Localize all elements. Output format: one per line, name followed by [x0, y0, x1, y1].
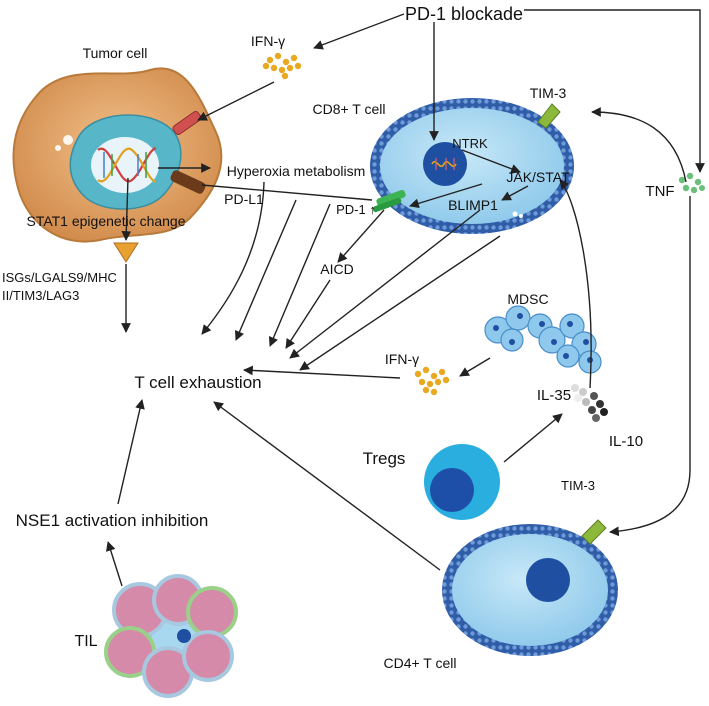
arrow-nse1-to-exhaustion [117, 399, 145, 505]
label-cd8-t-cell: CD8+ T cell [312, 101, 385, 117]
arrow-nucleus-to-triangle [121, 177, 132, 241]
til-cluster [104, 574, 238, 698]
label-il10: IL-10 [609, 433, 643, 450]
pd1-receptor-icon [372, 189, 406, 213]
label-stat1: STAT1 epigenetic change [26, 213, 185, 229]
tumor-cell [12, 67, 223, 263]
vesicle-icon [63, 135, 73, 145]
tregs-cell [424, 444, 500, 520]
arrow-til-to-nse1 [106, 541, 123, 587]
label-jak-stat: JAK/STAT [506, 169, 570, 185]
label-ifn-gamma-top: IFN-γ [251, 33, 285, 49]
isg-output-triangle-icon [113, 242, 139, 263]
dna-helix-icon [431, 158, 457, 170]
ifn-gamma-cluster-top [262, 52, 302, 80]
label-isgs-line1: ISGs/LGALS9/MHC [2, 270, 117, 285]
arrow-pdl1-pd1-to-exhaustion [234, 199, 297, 341]
arrow-pd1-to-exhaustion [268, 203, 331, 347]
dna-helix-icon [97, 146, 157, 184]
tumor-nucleolus [91, 137, 159, 193]
arrow-jakstat-to-blimp1 [501, 185, 529, 201]
arrow-blimp1-to-exhaustion [289, 209, 481, 359]
il35-il10-cluster [571, 384, 608, 422]
label-il35: IL-35 [537, 387, 571, 404]
arrow-mdsc-to-ifn [459, 357, 491, 377]
tim3-receptor-icon [581, 519, 607, 545]
tregs-nucleus [430, 468, 474, 512]
label-tim3-mid: TIM-3 [561, 478, 595, 493]
mdsc-cells [484, 305, 602, 374]
arrow-il35-to-jakstat [559, 179, 592, 389]
arrow-tnf-to-cd4 [609, 196, 691, 537]
arrow-tregs-to-il35 [503, 413, 563, 463]
arrows [106, 9, 705, 587]
label-tim3-top: TIM-3 [530, 85, 567, 101]
label-cd4-t-cell: CD4+ T cell [383, 655, 456, 671]
ifn-gamma-cluster-mid [414, 366, 450, 396]
arrow-ifn-to-exhaustion [243, 365, 401, 379]
pd-l1-receptor-icon [170, 170, 206, 194]
arrow-blockade-to-ifn [313, 13, 405, 50]
tnf-cluster [678, 172, 705, 194]
label-tumor-cell: Tumor cell [83, 45, 148, 61]
arrow-ifn-to-tumor [197, 81, 275, 121]
arrow-hyperoxia-to-exhaustion [201, 181, 265, 335]
vesicle-icon [55, 145, 61, 151]
arrow-cd8-to-exhaustion [299, 235, 501, 371]
line-pdl1-to-pd1 [201, 184, 373, 201]
arrow-cd4-to-exhaustion [213, 401, 441, 571]
label-aicd: AICD [320, 261, 353, 277]
cd4-nucleus [526, 558, 570, 602]
cd8-nucleus [423, 142, 467, 186]
vesicle-icon [512, 211, 518, 217]
arrow-aicd-to-exhaustion [285, 279, 331, 349]
label-til: TIL [74, 633, 97, 650]
label-ifn-gamma-mid: IFN-γ [385, 351, 419, 367]
cd4-t-cell [442, 519, 618, 656]
label-t-cell-exhaustion: T cell exhaustion [134, 373, 261, 392]
label-blimp1: BLIMP1 [448, 197, 498, 213]
tim3-receptor-icon [537, 103, 561, 129]
label-pd1-blockade: PD-1 blockade [405, 4, 523, 24]
label-hyperoxia: Hyperoxia metabolism [227, 163, 366, 179]
label-nse1: NSE1 activation inhibition [16, 511, 209, 530]
labels: PD-1 blockade IFN-γ Tumor cell CD8+ T ce… [2, 4, 675, 671]
label-tregs: Tregs [363, 449, 406, 468]
vesicle-icon [519, 214, 523, 218]
label-ntrk: NTRK [452, 136, 488, 151]
label-isgs-line2: II/TIM3/LAG3 [2, 288, 79, 303]
arrow-jakstat-to-pd1 [409, 183, 483, 209]
arrow-tnf-to-tim3 [591, 107, 687, 183]
cd8-t-cell [370, 98, 574, 234]
arrow-blockade-to-tnf [524, 9, 705, 173]
cd8-cytoplasm [380, 108, 564, 224]
label-tnf: TNF [645, 183, 674, 200]
label-pd1-up: PD-1 ↑ [336, 202, 376, 217]
arrow-ntrk-to-jakstat [461, 149, 521, 174]
arrow-pd1-to-aicd [337, 209, 385, 263]
label-mdsc: MDSC [507, 291, 548, 307]
label-pd-l1: PD-L1 [224, 191, 264, 207]
